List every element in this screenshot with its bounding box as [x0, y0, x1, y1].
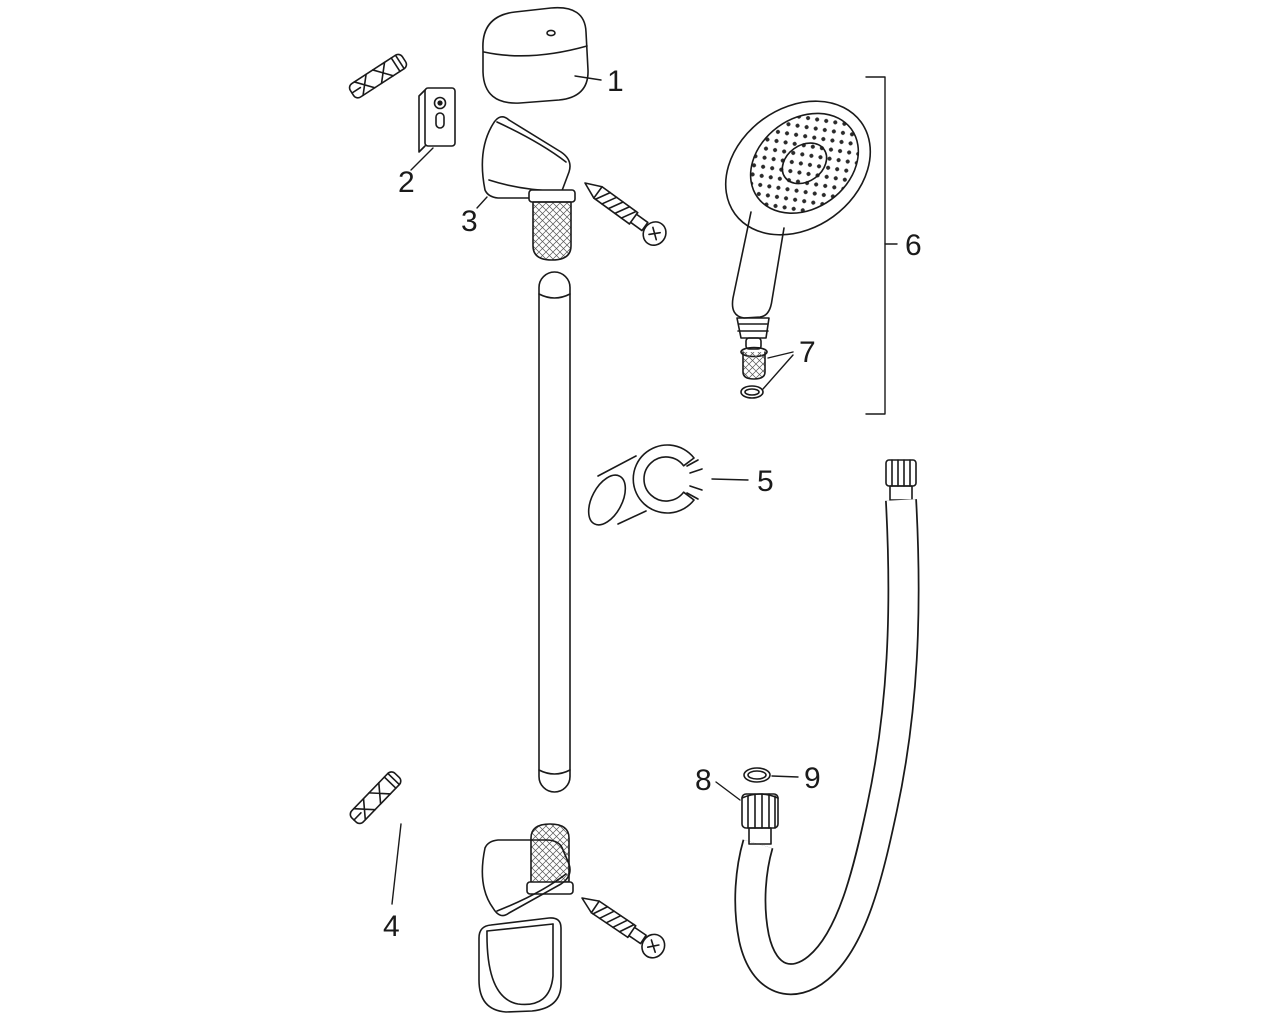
part-label-7: 7 — [799, 336, 816, 369]
part7-filter-gasket — [740, 346, 768, 399]
part4-lower-bracket — [481, 823, 574, 917]
part-label-1: 1 — [607, 65, 624, 98]
part6-hand-shower — [724, 100, 872, 350]
part8-hose-nut — [741, 793, 779, 845]
screw-bottom — [574, 887, 670, 963]
part3-upper-bracket — [481, 116, 576, 261]
part2-wall-plate — [418, 87, 456, 153]
part5-slider-holder — [587, 444, 703, 526]
screw-top — [577, 172, 672, 251]
rail-bar — [538, 271, 571, 793]
shower-hose — [734, 459, 920, 996]
part-number-labels: 1 2 3 4 5 6 7 8 9 — [383, 65, 922, 943]
part-label-4: 4 — [383, 910, 400, 943]
part1-end-cap — [482, 6, 589, 104]
wall-anchor-top — [346, 51, 410, 101]
part-label-6: 6 — [905, 229, 922, 262]
part-label-8: 8 — [695, 764, 712, 797]
part-label-5: 5 — [757, 465, 774, 498]
part-label-3: 3 — [461, 205, 478, 238]
wall-anchor-bottom — [347, 769, 404, 827]
part9-o-ring — [743, 767, 771, 783]
leader-lines — [391, 75, 898, 905]
part-label-9: 9 — [804, 762, 821, 795]
part-label-2: 2 — [398, 166, 415, 199]
part4-lower-cover-cap — [478, 917, 562, 1013]
